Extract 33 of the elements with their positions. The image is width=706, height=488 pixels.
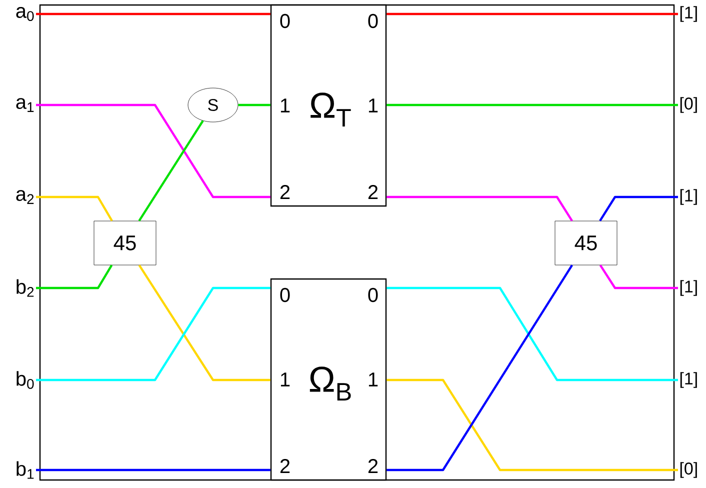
wire: [386, 378, 678, 472]
wire: [36, 196, 113, 222]
output-label: [0]: [680, 462, 697, 478]
input-label: a$_{0}$: [16, 7, 34, 21]
input-label: a$_{1}$: [16, 98, 34, 112]
input-label: b$_{2}$: [16, 279, 34, 297]
wire: [386, 286, 678, 382]
gate-box: 45: [94, 220, 156, 266]
wire: [238, 104, 270, 106]
gate-box: 45: [554, 220, 618, 266]
output-label: [0]: [680, 97, 697, 113]
input-label: a$_{2}$: [16, 190, 34, 204]
wire: [36, 12, 270, 16]
operator-box: Ω$_{B}$ 0 1 2 0 1 2: [270, 278, 387, 481]
wire: [36, 468, 270, 472]
wire: [386, 12, 678, 16]
wire: [36, 286, 270, 382]
wire: [386, 264, 573, 472]
input-label: b$_{0}$: [16, 371, 34, 389]
input-label: b$_{1}$: [16, 461, 34, 479]
wire: [599, 196, 678, 222]
output-label: [1]: [680, 372, 697, 388]
wire: [386, 196, 573, 222]
output-label: [1]: [680, 189, 697, 205]
wire: [138, 264, 270, 382]
wire: [138, 120, 204, 222]
output-label: [1]: [680, 280, 697, 296]
operator-box: Ω$_{T}$ 0 1 2 0 1 2: [270, 4, 387, 207]
output-label: [1]: [680, 6, 697, 22]
wire: [386, 104, 678, 106]
wire: [36, 264, 113, 290]
wire: [599, 264, 678, 290]
wire: [36, 104, 270, 198]
